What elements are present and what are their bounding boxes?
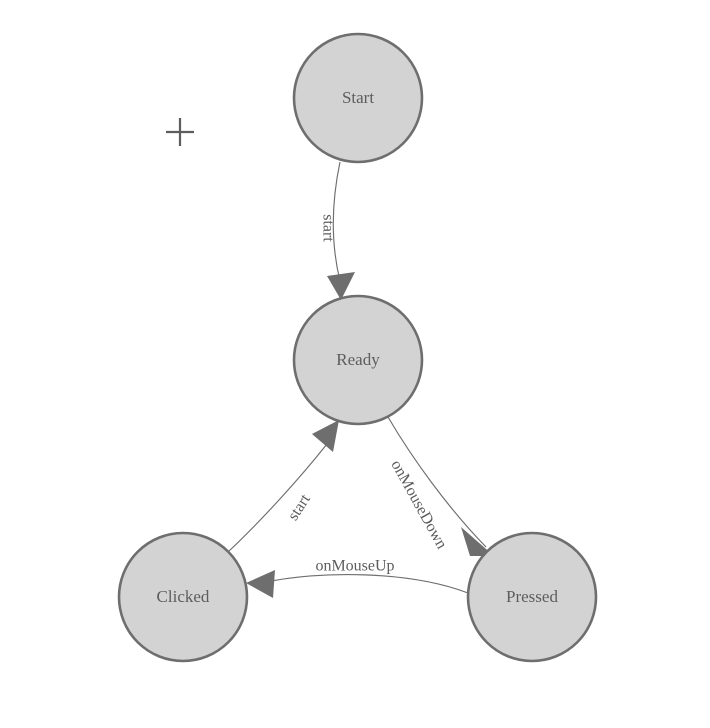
edge-label-start-to-ready: start bbox=[319, 214, 336, 242]
edge-ready-to-pressed[interactable]: onMouseDown bbox=[387, 416, 494, 556]
node-pressed[interactable]: Pressed bbox=[466, 531, 598, 663]
node-label-start: Start bbox=[342, 88, 374, 107]
node-circle-start bbox=[292, 32, 424, 164]
node-clicked[interactable]: Clicked bbox=[117, 531, 249, 663]
crosshair-icon[interactable] bbox=[166, 118, 194, 146]
edge-label-pressed-to-clicked: onMouseUp bbox=[315, 558, 394, 575]
edge-label-clicked-to-ready: start bbox=[285, 491, 315, 524]
node-circle-clicked bbox=[117, 531, 249, 663]
edge-path-clicked-to-ready bbox=[227, 443, 328, 553]
arrowhead-start-to-ready bbox=[327, 272, 355, 300]
arrowhead-pressed-to-clicked bbox=[246, 570, 275, 598]
node-label-ready: Ready bbox=[336, 350, 380, 369]
edge-clicked-to-ready[interactable]: start bbox=[227, 420, 339, 553]
node-circle-pressed bbox=[466, 531, 598, 663]
node-ready[interactable]: Ready bbox=[292, 294, 424, 426]
arrowhead-clicked-to-ready bbox=[312, 420, 339, 452]
edge-label-ready-to-pressed: onMouseDown bbox=[387, 457, 450, 552]
edge-pressed-to-clicked[interactable]: onMouseUp bbox=[246, 558, 469, 598]
edge-path-pressed-to-clicked bbox=[261, 573, 469, 594]
edge-path-start-to-ready bbox=[332, 161, 341, 282]
node-label-pressed: Pressed bbox=[506, 587, 558, 606]
arrowhead-ready-to-pressed bbox=[461, 527, 494, 556]
node-circle-ready bbox=[292, 294, 424, 426]
node-label-clicked: Clicked bbox=[157, 587, 210, 606]
node-start[interactable]: Start bbox=[292, 32, 424, 164]
edge-start-to-ready[interactable]: start bbox=[319, 161, 355, 300]
edge-path-ready-to-pressed bbox=[387, 416, 487, 548]
